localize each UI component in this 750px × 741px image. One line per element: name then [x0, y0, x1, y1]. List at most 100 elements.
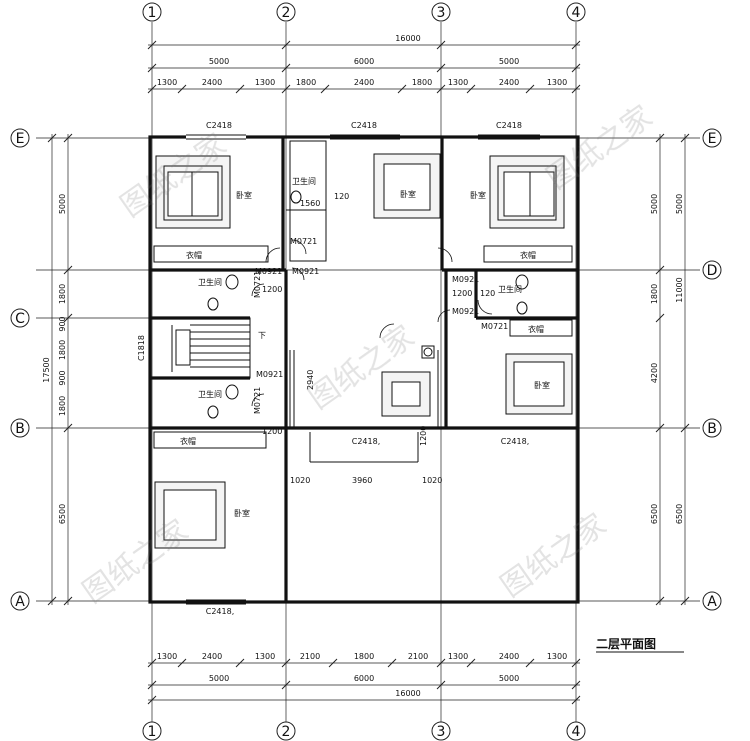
dim-detail: 1300	[255, 78, 275, 87]
dim-detail: 1300	[448, 78, 468, 87]
watermark-text: 图纸之家	[77, 513, 195, 610]
axis-bubble-4-top	[566, 2, 586, 22]
dim-part: 5000	[58, 194, 67, 214]
inner-dim: 120	[334, 192, 349, 201]
dim-total-top: 16000	[395, 34, 420, 43]
axis-label: E	[708, 131, 717, 147]
room-wardrobe: 衣帽	[180, 436, 196, 446]
axis-bubble-3-bottom	[431, 721, 451, 741]
door-label: M0921	[255, 267, 282, 276]
axis-bubble-1-top	[142, 2, 162, 22]
inner-dim: 1020	[290, 476, 310, 485]
inner-dim: 1200	[452, 289, 472, 298]
axis-label: B	[707, 421, 717, 437]
dim-detail: 2400	[354, 78, 374, 87]
room-bathroom: 卫生间	[498, 284, 522, 294]
dim-bay: 6000	[354, 57, 374, 66]
plan-title: 二层平面图	[596, 637, 656, 651]
dim-detail: 1300	[547, 78, 567, 87]
axis-label: E	[16, 131, 25, 147]
inner-dim: 2940	[306, 370, 315, 390]
inner-dim: 1200	[262, 285, 282, 294]
dim-outer: 6500	[675, 504, 684, 524]
axis-bubble-C-left	[10, 308, 30, 328]
dim-outer: 5000	[675, 194, 684, 214]
window-label: C2418,	[501, 437, 530, 446]
door-label: M0921	[292, 267, 319, 276]
axis-bubble-1-bottom	[142, 721, 162, 741]
dim-bay: 5000	[499, 57, 519, 66]
dim-bay: 5000	[499, 674, 519, 683]
dim-detail: 1300	[448, 652, 468, 661]
axis-label: B	[15, 421, 25, 437]
dim-part: 1800	[58, 340, 67, 360]
room-wardrobe: 衣帽	[520, 250, 536, 260]
axis-label: D	[707, 263, 718, 279]
window-label: C1818	[137, 335, 146, 361]
dim-inner: 5000	[650, 194, 659, 214]
dim-bay: 5000	[209, 674, 229, 683]
axis-bubble-B-left	[10, 418, 30, 438]
axis-label: 4	[572, 5, 581, 21]
inner-dim: 1200	[262, 427, 282, 436]
dim-detail: 1800	[296, 78, 316, 87]
room-bedroom: 卧室	[470, 190, 486, 200]
axis-bubble-B-right	[702, 418, 722, 438]
axis-label: C	[15, 311, 25, 327]
axis-label: 2	[282, 724, 291, 740]
dim-inner: 1800	[650, 284, 659, 304]
dim-total-left: 17500	[42, 357, 51, 382]
axis-bubble-2-top	[276, 2, 296, 22]
window-label: C2418,	[352, 437, 381, 446]
dim-part: 900	[58, 316, 67, 331]
dim-detail: 2400	[499, 652, 519, 661]
axis-bubble-D-right	[702, 260, 722, 280]
dim-detail: 1300	[547, 652, 567, 661]
room-wardrobe: 衣帽	[528, 324, 544, 334]
dim-inner: 6500	[650, 504, 659, 524]
dim-bay: 5000	[209, 57, 229, 66]
dim-part: 1800	[58, 284, 67, 304]
axis-bubble-A-right	[702, 591, 722, 611]
door-label: M0921	[452, 275, 479, 284]
axis-label: 3	[437, 5, 446, 21]
stair-down-label: 下	[258, 331, 266, 340]
dim-inner: 4200	[650, 363, 659, 383]
axis-label: A	[707, 594, 717, 610]
dim-detail: 2400	[202, 652, 222, 661]
dim-detail: 2400	[202, 78, 222, 87]
inner-dim: 120	[480, 289, 495, 298]
dim-total-bottom: 16000	[395, 689, 420, 698]
window-label: C2418,	[206, 607, 235, 616]
axis-bubble-2-bottom	[276, 721, 296, 741]
inner-dim: 3960	[352, 476, 372, 485]
axis-bubble-E-left	[10, 128, 30, 148]
dim-detail: 1300	[157, 78, 177, 87]
dim-bay: 6000	[354, 674, 374, 683]
watermark-text: 图纸之家	[541, 99, 659, 196]
room-bathroom: 卫生间	[292, 176, 316, 186]
watermark-text: 图纸之家	[495, 507, 613, 604]
room-bedroom: 卧室	[534, 380, 550, 390]
window-label: C2418	[206, 121, 232, 130]
dim-part: 900	[58, 370, 67, 385]
axis-bubble-3-top	[431, 2, 451, 22]
door-label: M0921	[256, 370, 283, 379]
axis-label: 2	[282, 5, 291, 21]
window-label: C2418	[496, 121, 522, 130]
axis-bubble-E-right	[702, 128, 722, 148]
room-bedroom: 卧室	[234, 508, 250, 518]
door-label: M0721	[290, 237, 317, 246]
door-label: M0721	[253, 387, 262, 414]
door-label: M0721	[253, 271, 262, 298]
dim-outer: 11000	[675, 277, 684, 302]
axis-label: 1	[148, 724, 157, 740]
axis-label: 3	[437, 724, 446, 740]
room-bedroom: 卧室	[400, 189, 416, 199]
dim-detail: 1800	[412, 78, 432, 87]
axis-bubble-4-bottom	[566, 721, 586, 741]
dim-part: 1800	[58, 396, 67, 416]
dim-detail: 2100	[408, 652, 428, 661]
dim-detail: 1300	[255, 652, 275, 661]
